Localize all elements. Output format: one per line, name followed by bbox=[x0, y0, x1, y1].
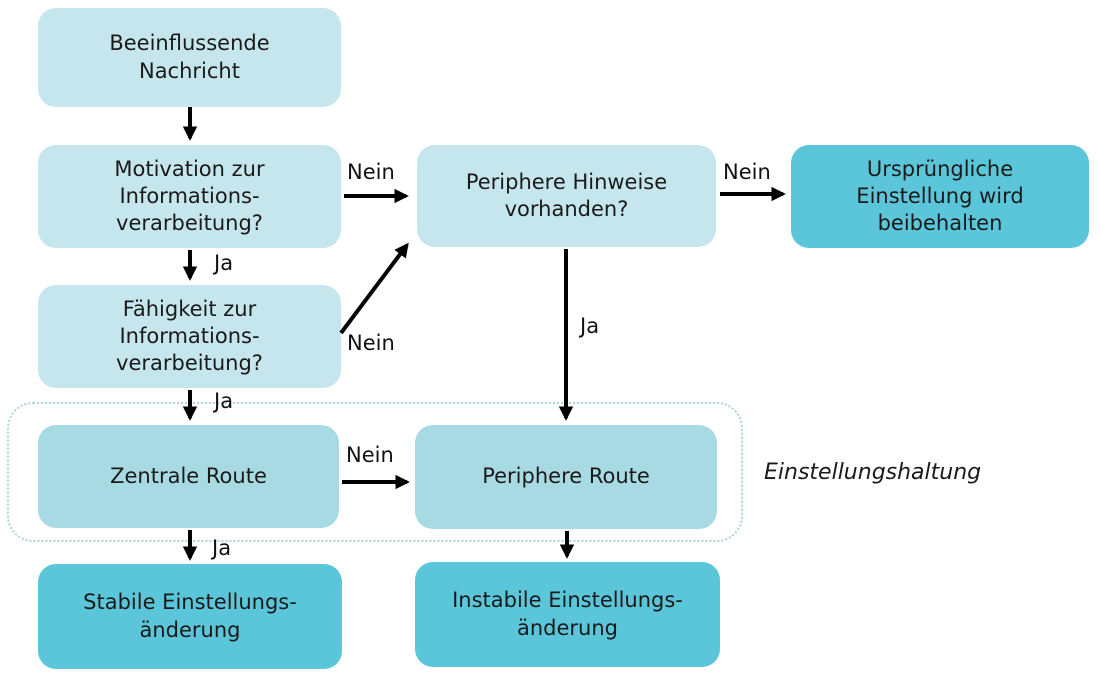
node-beeinflussende-nachricht: Beeinflussende Nachricht bbox=[38, 8, 341, 107]
node-periphere-hinweise: Periphere Hinweise vorhanden? bbox=[417, 145, 716, 247]
node-stabile-aenderung: Stabile Einstellungs- änderung bbox=[38, 564, 342, 669]
einstellungshaltung-group-frame bbox=[7, 402, 743, 542]
node-zentrale-route: Zentrale Route bbox=[38, 425, 339, 528]
edge-label-hinweise-ja: Ja bbox=[580, 314, 600, 338]
node-urspruengliche-einstellung: Ursprüngliche Einstellung wird beibehalt… bbox=[791, 145, 1089, 248]
einstellungshaltung-group-label: Einstellungshaltung bbox=[764, 460, 982, 485]
node-motivation-verarbeitung: Motivation zur Informations- verarbeitun… bbox=[38, 145, 341, 248]
edge-label-faehigkeit-nein: Nein bbox=[347, 331, 395, 355]
node-instabile-aenderung: Instabile Einstellungs- änderung bbox=[415, 562, 720, 667]
edge-label-zentrale-ja: Ja bbox=[212, 536, 232, 560]
edge-label-hinweise-nein: Nein bbox=[723, 160, 771, 184]
edge-label-faehigkeit-ja: Ja bbox=[214, 389, 234, 413]
edge-label-zentrale-nein: Nein bbox=[346, 443, 394, 467]
arrow-faehigkeit-to-hinweise bbox=[339, 242, 409, 335]
edge-label-motivation-nein: Nein bbox=[347, 160, 395, 184]
edge-label-motivation-ja: Ja bbox=[214, 251, 234, 275]
node-periphere-route: Periphere Route bbox=[415, 425, 717, 529]
node-faehigkeit-verarbeitung: Fähigkeit zur Informations- verarbeitung… bbox=[38, 285, 341, 388]
